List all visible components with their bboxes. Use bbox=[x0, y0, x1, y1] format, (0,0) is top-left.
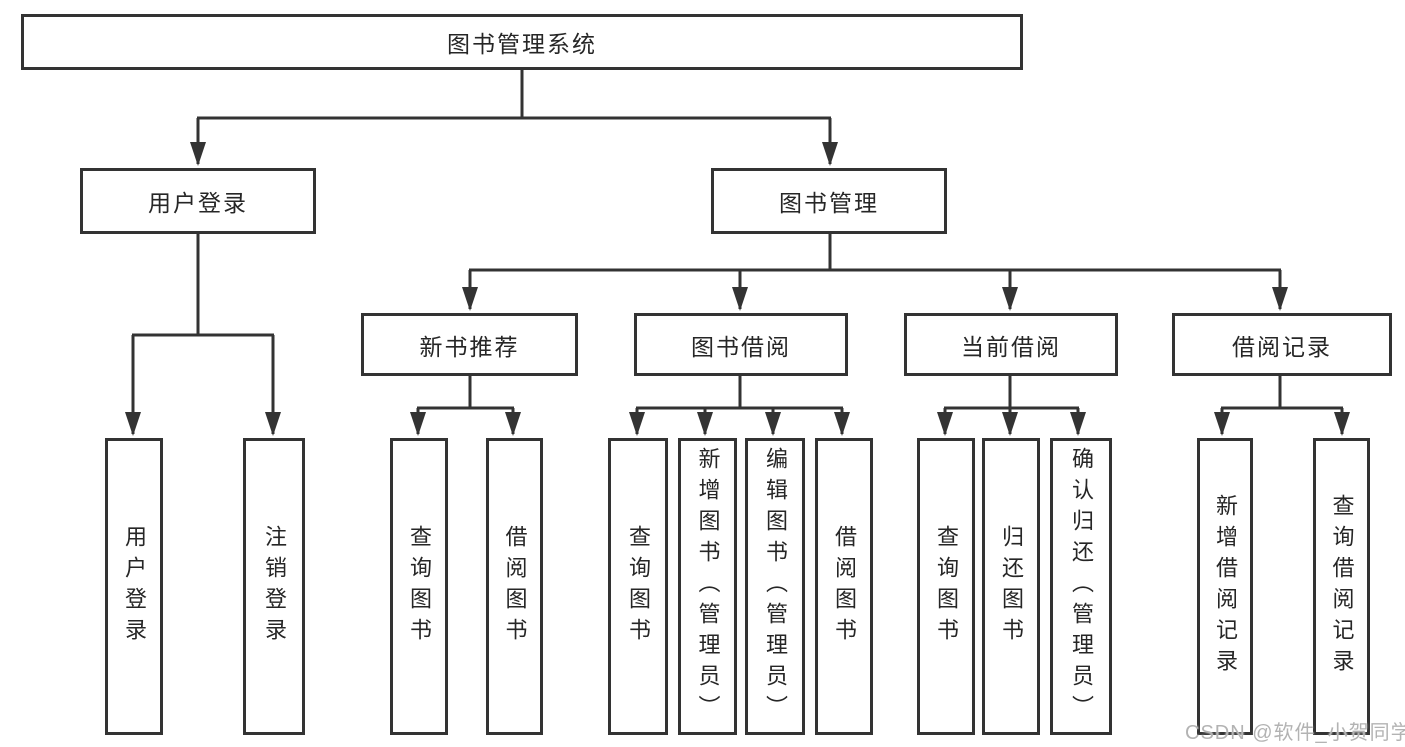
connector-book-management-children bbox=[462, 234, 1288, 311]
connector-current-borrowing-children bbox=[937, 376, 1086, 436]
leaf-user-login: 用户登录 bbox=[105, 438, 163, 735]
leaf-query-books-borrow-label: 查询图书 bbox=[626, 524, 651, 649]
leaf-query-borrow-record-label: 查询借阅记录 bbox=[1329, 493, 1355, 680]
node-current-borrowing: 当前借阅 bbox=[904, 313, 1118, 376]
leaf-borrow-books-recommend: 借阅图书 bbox=[486, 438, 543, 735]
node-new-book-recommendation-label: 新书推荐 bbox=[419, 333, 520, 360]
connector-new-book-recommendation-children bbox=[410, 376, 521, 436]
connector-root-to-level2 bbox=[190, 70, 838, 166]
leaf-confirm-return-admin-label: 确认归还（管理员） bbox=[1069, 447, 1094, 726]
leaf-add-borrow-record: 新增借阅记录 bbox=[1197, 438, 1253, 735]
node-new-book-recommendation: 新书推荐 bbox=[361, 313, 578, 376]
leaf-add-borrow-record-label: 新增借阅记录 bbox=[1213, 493, 1238, 680]
leaf-logout: 注销登录 bbox=[243, 438, 305, 735]
connector-book-borrowing-children bbox=[629, 376, 850, 436]
leaf-add-book-admin-label: 新增图书（管理员） bbox=[695, 447, 721, 726]
leaf-confirm-return-admin: 确认归还（管理员） bbox=[1050, 438, 1112, 735]
leaf-query-books-recommend: 查询图书 bbox=[390, 438, 448, 735]
leaf-query-borrow-record: 查询借阅记录 bbox=[1313, 438, 1370, 735]
node-book-management: 图书管理 bbox=[711, 168, 947, 234]
connector-user-login-children bbox=[125, 234, 281, 436]
node-book-management-label: 图书管理 bbox=[779, 190, 879, 216]
leaf-query-books-current: 查询图书 bbox=[917, 438, 975, 735]
leaf-return-books-label: 归还图书 bbox=[999, 524, 1024, 649]
node-library-system-label: 图书管理系统 bbox=[447, 31, 597, 57]
node-borrowing-records-label: 借阅记录 bbox=[1232, 333, 1332, 360]
csdn-watermark: CSDN @软件_小贺同学 bbox=[1185, 722, 1405, 744]
node-borrowing-records: 借阅记录 bbox=[1172, 313, 1392, 376]
leaf-query-books-current-label: 查询图书 bbox=[934, 524, 959, 649]
leaf-edit-book-admin-label: 编辑图书（管理员） bbox=[763, 447, 788, 726]
node-user-login: 用户登录 bbox=[80, 168, 316, 234]
node-user-login-label: 用户登录 bbox=[148, 190, 248, 216]
leaf-borrow-books-borrow-label: 借阅图书 bbox=[832, 524, 857, 649]
leaf-add-book-admin: 新增图书（管理员） bbox=[678, 438, 737, 735]
leaf-query-books-recommend-label: 查询图书 bbox=[407, 524, 432, 649]
leaf-return-books: 归还图书 bbox=[982, 438, 1040, 735]
leaf-borrow-books-recommend-label: 借阅图书 bbox=[502, 524, 528, 649]
node-book-borrowing-label: 图书借阅 bbox=[691, 333, 791, 360]
leaf-user-login-label: 用户登录 bbox=[122, 524, 147, 649]
node-current-borrowing-label: 当前借阅 bbox=[961, 333, 1061, 360]
leaf-query-books-borrow: 查询图书 bbox=[608, 438, 668, 735]
leaf-edit-book-admin: 编辑图书（管理员） bbox=[745, 438, 805, 735]
connector-borrowing-records-children bbox=[1214, 376, 1350, 436]
leaf-borrow-books-borrow: 借阅图书 bbox=[815, 438, 873, 735]
node-book-borrowing: 图书借阅 bbox=[634, 313, 848, 376]
leaf-logout-label: 注销登录 bbox=[262, 524, 287, 649]
node-library-system: 图书管理系统 bbox=[21, 14, 1023, 70]
